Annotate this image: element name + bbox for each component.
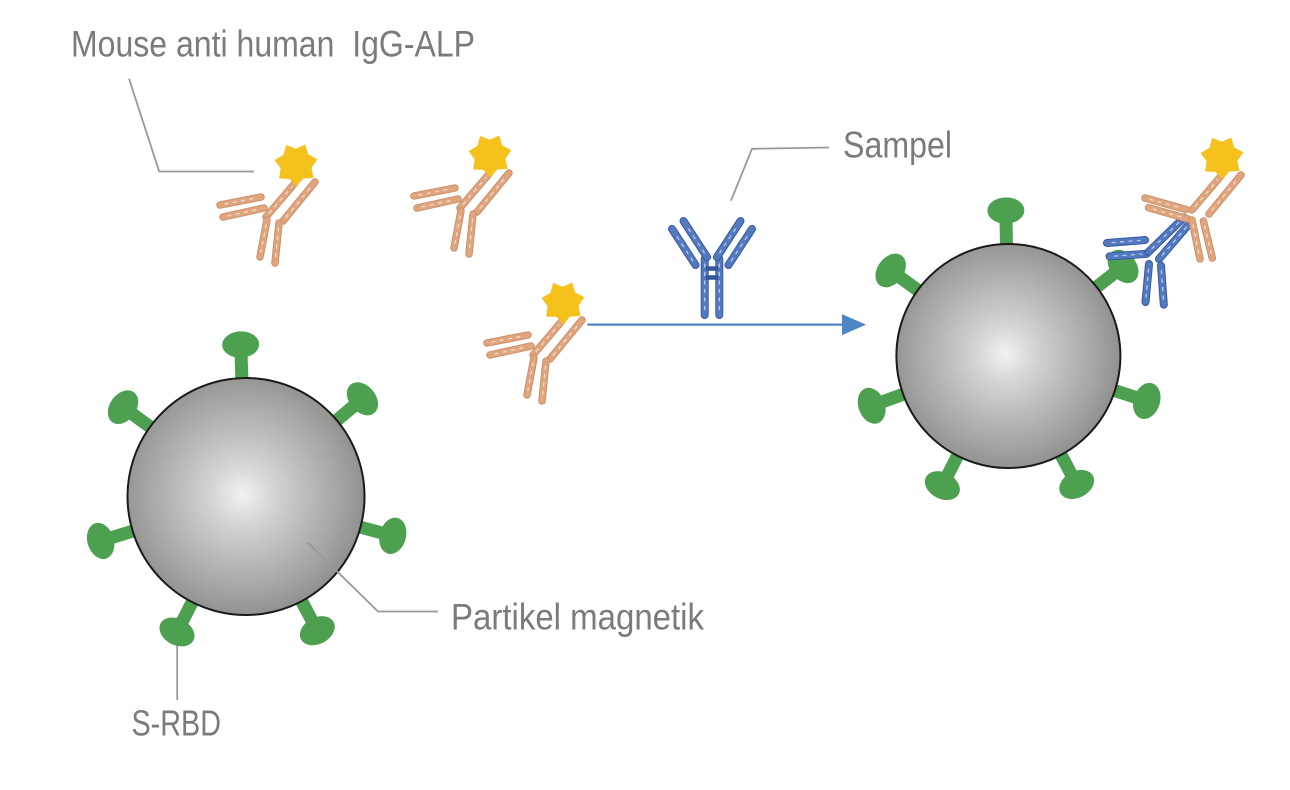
svg-text:S-RBD: S-RBD — [132, 702, 222, 743]
svg-text:Mouse anti human IgG-ALP: Mouse anti human IgG-ALP — [71, 24, 475, 65]
svg-text:Partikel magnetik: Partikel magnetik — [451, 597, 704, 638]
svg-text:Sampel: Sampel — [843, 125, 952, 166]
